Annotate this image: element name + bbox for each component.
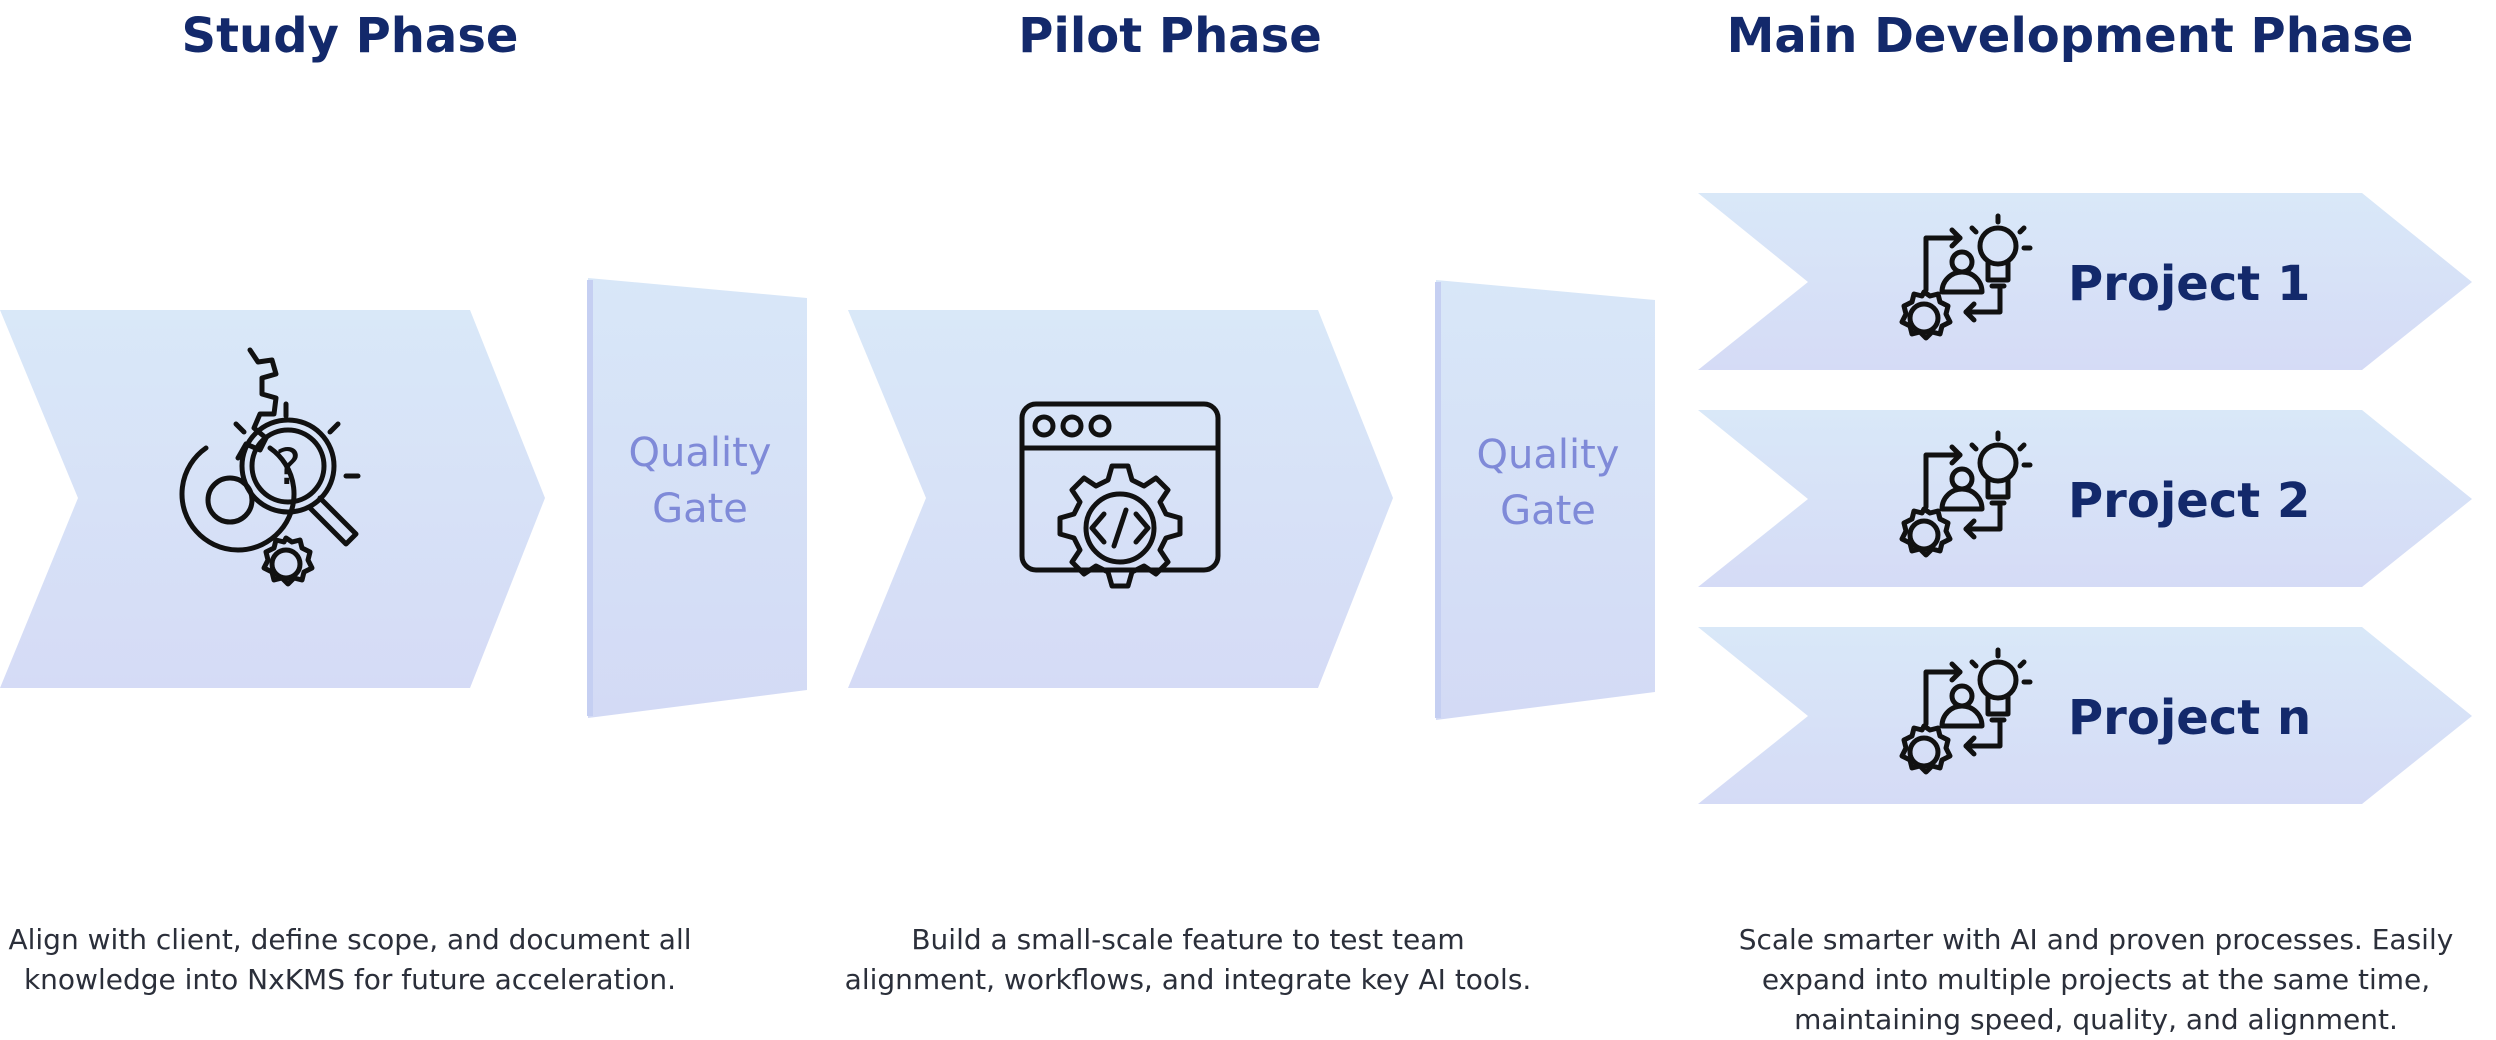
project-workflow-icon: [1899, 213, 2033, 341]
project-2-label: Project 2: [2068, 473, 2310, 529]
main-phase-description: Scale smarter with AI and proven process…: [1738, 923, 2454, 1036]
project-1-label: Project 1: [2068, 256, 2310, 312]
pilot-phase-title: Pilot Phase: [1018, 8, 1322, 64]
gate-1-line2: Gate: [652, 486, 748, 532]
gate-2-line2: Gate: [1500, 488, 1596, 534]
pilot-phase-description: Build a small-scale feature to test team…: [844, 923, 1532, 996]
study-phase-title: Study Phase: [181, 8, 519, 64]
quality-gate-1: Quality Gate: [587, 278, 807, 718]
project-workflow-icon: [1899, 430, 2033, 558]
quality-gate-2: Quality Gate: [1435, 280, 1655, 720]
project-arrow-n: Project n: [1698, 627, 2472, 804]
project-n-label: Project n: [2068, 690, 2311, 746]
project-arrow-1: Project 1: [1698, 193, 2472, 370]
study-phase-description: Align with client, define scope, and doc…: [8, 923, 692, 996]
gate-1-line1: Quality: [629, 430, 772, 476]
project-arrow-2: Project 2: [1698, 410, 2472, 587]
svg-text:?: ?: [275, 438, 302, 496]
pilot-chevron: [848, 310, 1393, 688]
research-gear-icon: ?: [179, 347, 361, 587]
gate-2-line1: Quality: [1477, 432, 1620, 478]
main-phase-title: Main Development Phase: [1726, 8, 2414, 64]
code-window-gear-icon: [1019, 401, 1221, 589]
project-workflow-icon: [1899, 647, 2033, 775]
